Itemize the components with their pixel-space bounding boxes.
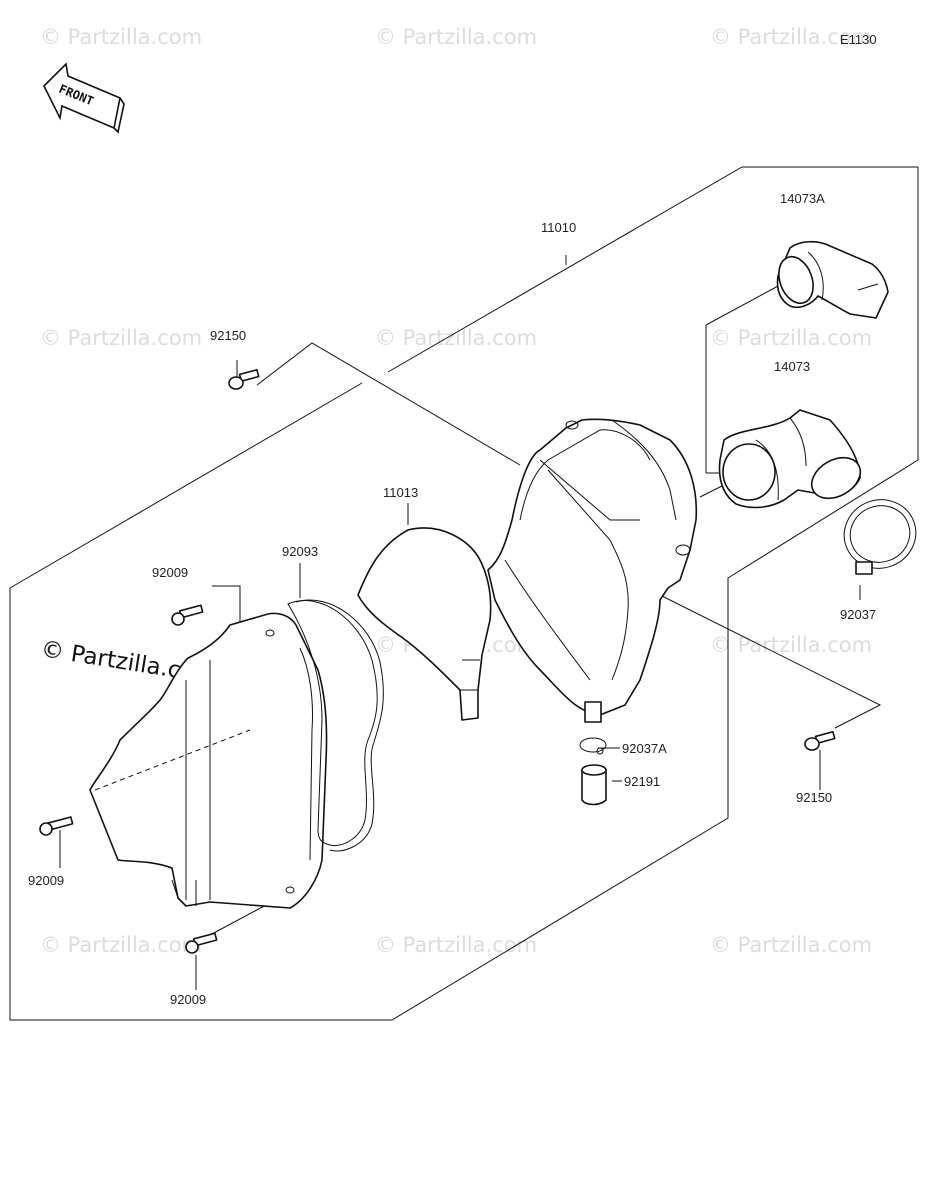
watermark: © Partzilla.com — [710, 633, 872, 657]
watermark: © Partzilla.com — [40, 933, 202, 957]
assembly-outline — [9, 166, 919, 1021]
label-92009-a: 92009 — [152, 565, 188, 580]
watermark: © Partzilla.com — [40, 326, 202, 350]
part-labels: 11010 14073A 14073 92150 11013 92093 920… — [28, 191, 876, 1007]
air-cleaner-case-11010 — [487, 418, 698, 723]
label-92150-right: 92150 — [796, 790, 832, 805]
front-arrow-icon: FRONT — [43, 62, 125, 134]
label-92009-c: 92009 — [170, 992, 206, 1007]
screw-92009-c — [185, 932, 218, 954]
watermark: © Partzilla.com — [40, 25, 202, 49]
watermark: © Partzilla.com — [375, 326, 537, 350]
clamp-92037 — [843, 499, 917, 575]
air-cleaner-cover — [89, 612, 328, 909]
clamp-92037A — [579, 737, 607, 755]
label-11010: 11010 — [541, 220, 576, 235]
duct-14073 — [718, 409, 862, 509]
watermark: © Partzilla.com — [710, 25, 872, 49]
watermark: © Partzilla.com — [375, 25, 537, 49]
label-92150-top: 92150 — [210, 328, 246, 343]
gasket-92093 — [287, 599, 384, 852]
watermark: © Partzilla.com — [710, 933, 872, 957]
drain-cap-92191 — [581, 764, 607, 806]
label-92037: 92037 — [840, 607, 876, 622]
filter-element-11013 — [357, 527, 492, 721]
label-92093: 92093 — [282, 544, 318, 559]
label-14073A: 14073A — [780, 191, 825, 206]
label-14073: 14073 — [774, 359, 810, 374]
screw-92009-b — [39, 816, 74, 836]
watermark: © Partzilla.com — [710, 326, 872, 350]
screw-92009-a — [171, 604, 204, 626]
label-92191: 92191 — [624, 774, 660, 789]
label-11013: 11013 — [383, 485, 418, 500]
watermark-layer: © Partzilla.com © Partzilla.com © Partzi… — [39, 25, 872, 957]
label-92037A: 92037A — [622, 741, 667, 756]
bolt-92150-right — [804, 730, 836, 751]
duct-14073A — [776, 240, 889, 319]
watermark: © Partzilla.com — [375, 933, 537, 957]
bolt-92150-top — [228, 368, 260, 390]
label-92009-b: 92009 — [28, 873, 64, 888]
diagram-code: E1130 — [840, 32, 877, 47]
